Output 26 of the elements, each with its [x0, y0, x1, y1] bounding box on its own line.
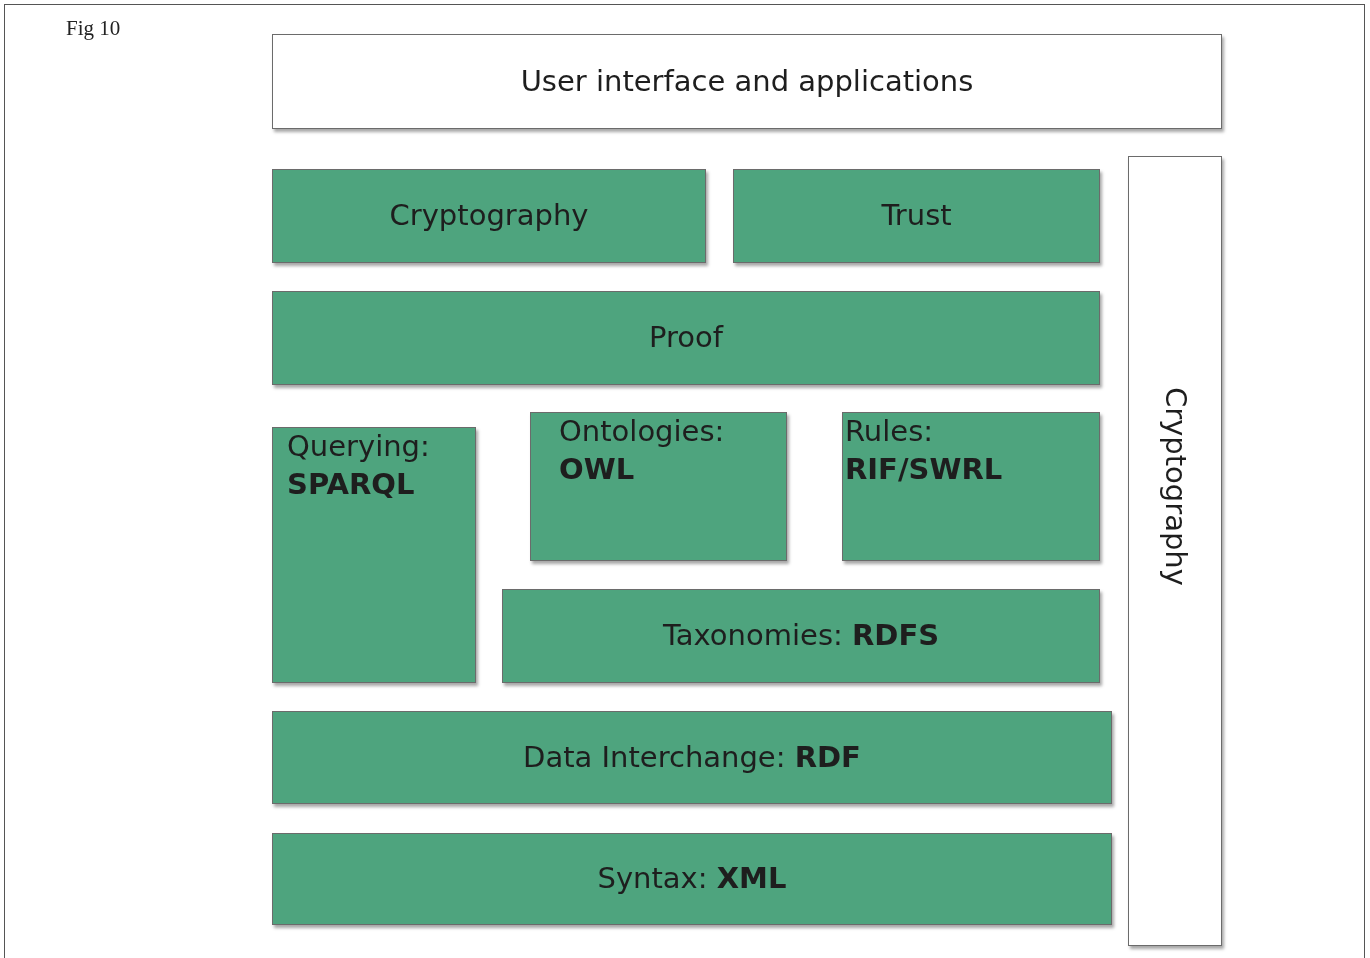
layer-box [502, 589, 1100, 683]
layer-box [842, 412, 1100, 561]
layer-box [272, 34, 1222, 129]
layer-label: User interface and applications [520, 62, 974, 100]
layer-box [272, 833, 1112, 925]
layer-label: Trust [881, 197, 952, 235]
layer-box [272, 427, 476, 683]
layer-heading: Querying: [287, 428, 430, 465]
layer-heading: Rules: [845, 413, 933, 450]
layer-technology: RIF/SWRL [845, 450, 1003, 488]
layer-box [272, 169, 706, 263]
layer-technology: SPARQL [287, 465, 415, 503]
layer-technology: OWL [559, 450, 635, 488]
layer-label: Proof [649, 319, 723, 357]
layer-label: Taxonomies: RDFS [662, 617, 940, 655]
layer-label: Cryptography [1157, 387, 1194, 586]
layer-box [272, 291, 1100, 385]
layer-label: Cryptography [389, 197, 589, 235]
layer-box [530, 412, 787, 561]
layer-box [1128, 156, 1222, 946]
layer-label: Syntax: XML [597, 860, 787, 898]
figure-number: Fig 10 [66, 16, 121, 41]
layer-box [272, 711, 1112, 804]
layer-label: Data Interchange: RDF [523, 738, 861, 776]
layer-box [733, 169, 1100, 263]
layer-heading: Ontologies: [559, 413, 725, 450]
